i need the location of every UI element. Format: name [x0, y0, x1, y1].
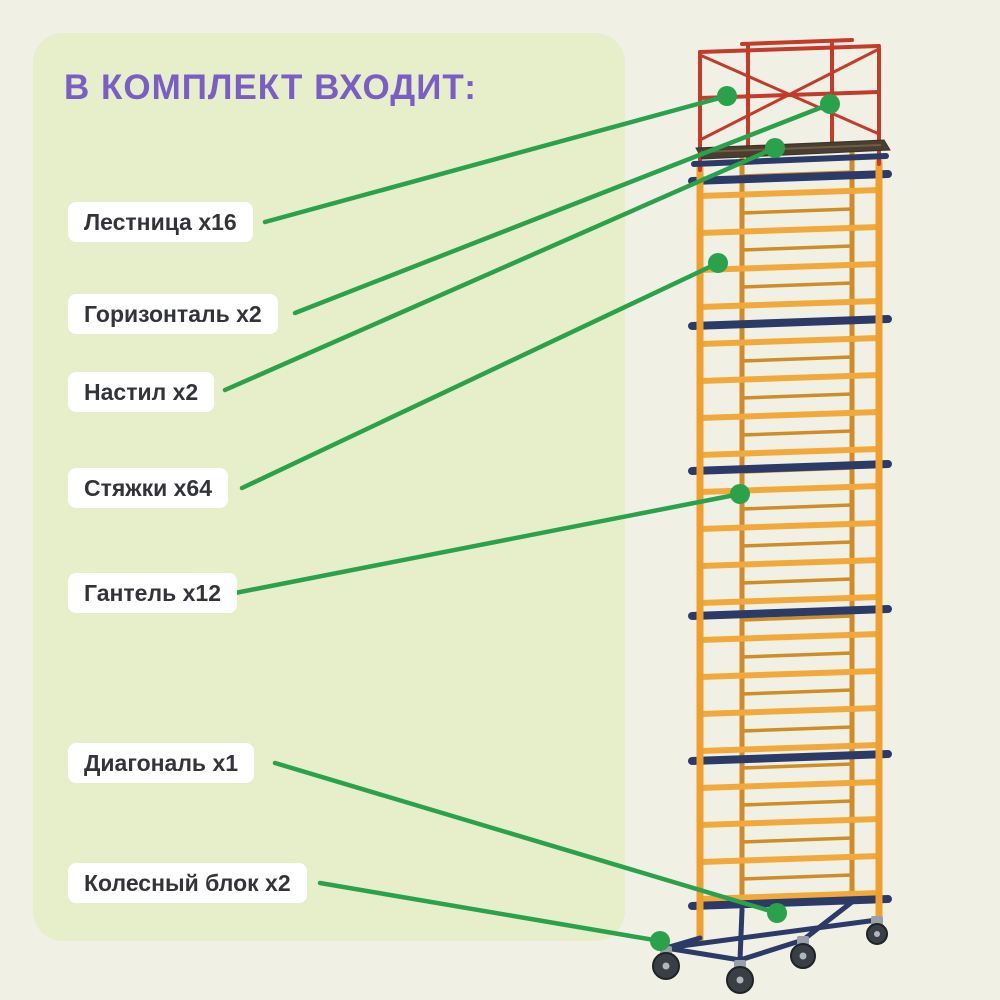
- callout-dot-deck: [765, 138, 785, 158]
- wheel-casters: [652, 916, 888, 994]
- callout-dot-wheel-block: [650, 931, 670, 951]
- tower-rear-rungs: [740, 170, 854, 881]
- tower-top-railing: [698, 38, 881, 172]
- label-deck: Настил x2: [68, 372, 215, 412]
- caster-wheel: [726, 960, 754, 994]
- tower-front-posts: [696, 158, 883, 944]
- label-ties: Стяжки x64: [68, 468, 229, 508]
- tower-base-frame: [663, 899, 880, 963]
- page-title: В КОМПЛЕКТ ВХОДИТ:: [64, 68, 477, 107]
- caster-wheel: [866, 916, 888, 945]
- label-diagonal: Диагональ x1: [68, 743, 255, 783]
- callout-dot-ladder: [717, 86, 737, 106]
- callout-dots: [650, 86, 840, 951]
- tower-deck: [691, 139, 891, 167]
- tower-blue-ties: [688, 170, 892, 910]
- callout-dot-diagonal: [767, 903, 787, 923]
- label-wheel-block: Колесный блок x2: [68, 863, 307, 903]
- scaffold-tower: [652, 38, 892, 994]
- tower-rear-posts: [739, 148, 855, 912]
- caster-wheel: [652, 946, 680, 980]
- label-dumbbell: Гантель x12: [68, 573, 237, 613]
- tower-front-rungs: [697, 187, 882, 902]
- label-ladder: Лестница x16: [68, 202, 253, 242]
- callout-dot-dumbbell: [730, 484, 750, 504]
- callout-dot-horizontal: [820, 94, 840, 114]
- label-horizontal: Горизонталь x2: [68, 294, 278, 334]
- caster-wheel: [790, 936, 816, 969]
- callout-dot-ties: [708, 253, 728, 273]
